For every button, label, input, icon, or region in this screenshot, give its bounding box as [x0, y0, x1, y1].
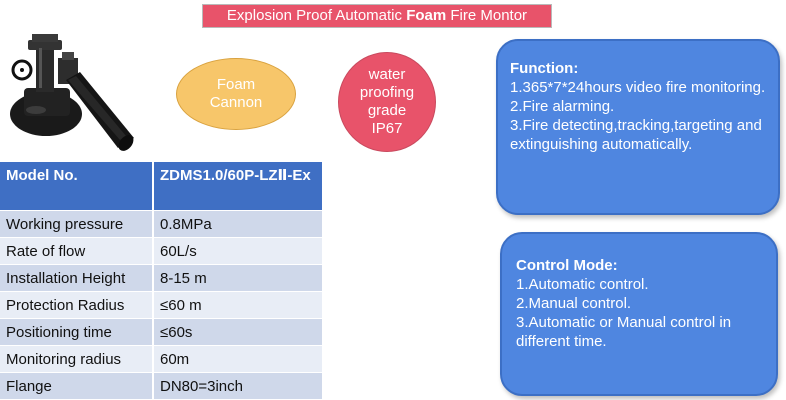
function-item: 2.Fire alarming. [510, 98, 615, 115]
function-heading: Function: [510, 60, 579, 77]
table-row: Installation Height 8-15 m [0, 264, 322, 292]
spec-value: 60m [153, 345, 322, 373]
control-mode-box: Control Mode: 1.Automatic control. 2.Man… [500, 232, 778, 396]
spec-header-label: Model No. [0, 161, 154, 211]
foam-cannon-badge: Foam Cannon [176, 58, 296, 130]
foam-fire-monitor-icon [10, 34, 134, 151]
spec-table: Model No. ZDMS1.0/60P-LZⅡ-Ex Working pre… [0, 161, 322, 399]
table-row: Flange DN80=3inch [0, 372, 322, 399]
spec-value: 8-15 m [153, 264, 322, 292]
control-mode-heading: Control Mode: [516, 257, 618, 274]
ip-rating-line2: proofing [359, 84, 415, 101]
spec-header-value: ZDMS1.0/60P-LZⅡ-Ex [153, 161, 322, 211]
table-row: Monitoring radius 60m [0, 345, 322, 373]
spec-value: ≤60s [153, 318, 322, 346]
title-text: Explosion Proof Automatic [226, 7, 407, 24]
foam-cannon-line2: Cannon [209, 94, 263, 111]
ip-rating-line1: water [368, 66, 406, 83]
page-title: Explosion Proof Automatic Foam Fire Mont… [202, 4, 552, 28]
spec-label: Rate of flow [0, 237, 154, 265]
spec-value: ≤60 m [153, 291, 322, 319]
spec-value: 0.8MPa [153, 210, 322, 238]
table-row: Working pressure 0.8MPa [0, 210, 322, 238]
title-bold-word: Foam [406, 7, 447, 24]
spec-label: Installation Height [0, 264, 154, 292]
control-mode-item: 1.Automatic control. [516, 276, 649, 293]
table-row: Positioning time ≤60s [0, 318, 322, 346]
function-box: Function: 1.365*7*24hours video fire mon… [496, 39, 780, 215]
ip-rating-line3: grade [367, 102, 407, 119]
ip-rating-badge: water proofing grade IP67 [338, 52, 436, 152]
spec-label: Flange [0, 372, 154, 399]
spec-label: Monitoring radius [0, 345, 154, 373]
control-mode-item: 2.Manual control. [516, 295, 632, 312]
ip-rating-line4: IP67 [371, 120, 403, 137]
foam-cannon-line1: Foam [216, 76, 256, 93]
function-item: 3.Fire detecting,tracking,targeting and … [510, 117, 762, 153]
control-mode-item: 3.Automatic or Manual control in differe… [516, 314, 732, 350]
spec-value: 60L/s [153, 237, 322, 265]
table-row: Protection Radius ≤60 m [0, 291, 322, 319]
spec-label: Positioning time [0, 318, 154, 346]
spec-label: Working pressure [0, 210, 154, 238]
title-text-end: Fire Montor [446, 7, 528, 24]
table-row: Rate of flow 60L/s [0, 237, 322, 265]
spec-value: DN80=3inch [153, 372, 322, 399]
spec-table-header: Model No. ZDMS1.0/60P-LZⅡ-Ex [0, 161, 322, 211]
function-item: 1.365*7*24hours video fire monitoring. [510, 79, 766, 96]
spec-label: Protection Radius [0, 291, 154, 319]
